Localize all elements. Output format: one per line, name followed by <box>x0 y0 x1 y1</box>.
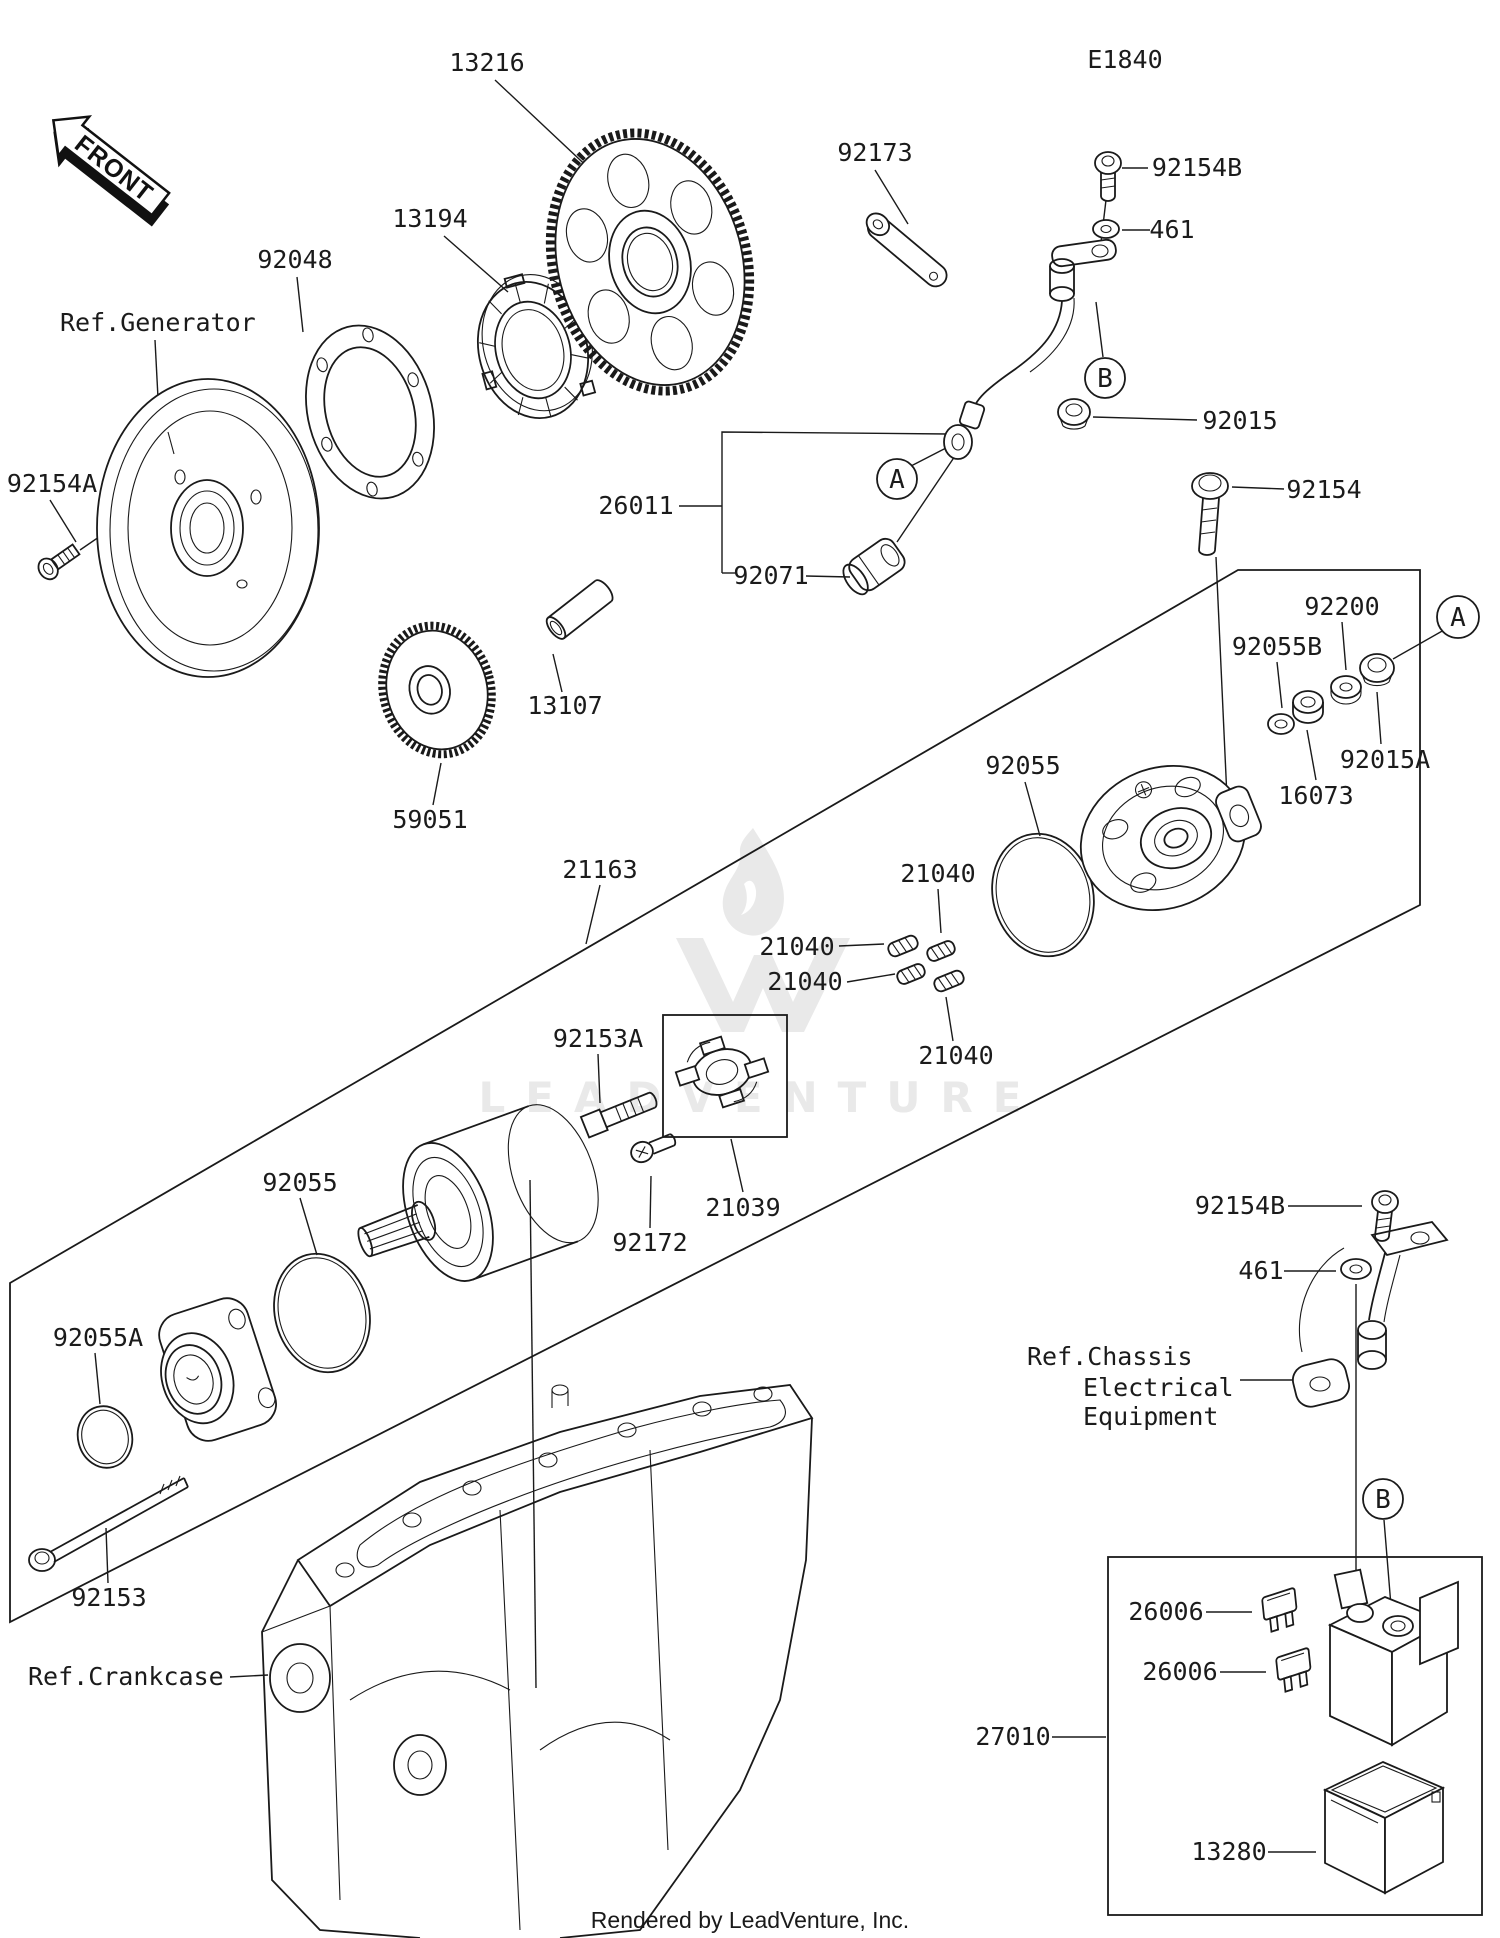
rear-end-frame <box>1079 764 1262 912</box>
callout-a1: A <box>889 465 905 495</box>
part-label-92154: 92154 <box>1286 475 1361 504</box>
starter-motor-body <box>357 1104 599 1282</box>
part-label-27010: 27010 <box>975 1722 1050 1751</box>
o-ring-92055-left <box>273 1252 371 1374</box>
part-label-26006-2: 26006 <box>1142 1657 1217 1686</box>
bolt-92153a <box>579 1091 658 1139</box>
part-label-26006-1: 26006 <box>1128 1597 1203 1626</box>
bolt-92154 <box>1191 472 1229 556</box>
watermark-text: LEADVENTURE <box>479 1073 1042 1122</box>
part-label-92055b: 92055B <box>1232 632 1322 661</box>
part-label-16073: 16073 <box>1278 781 1353 810</box>
callout-a2: A <box>1450 603 1466 633</box>
part-label-13280: 13280 <box>1191 1837 1266 1866</box>
part-label-92055-right: 92055 <box>985 751 1060 780</box>
front-arrow: FRONT <box>51 115 171 227</box>
callout-b1: B <box>1097 364 1113 394</box>
part-label-92048: 92048 <box>257 245 332 274</box>
generator-flywheel <box>96 378 320 678</box>
part-label-92055-left: 92055 <box>262 1168 337 1197</box>
part-label-21040-left2: 21040 <box>767 967 842 996</box>
part-label-92172: 92172 <box>612 1228 687 1257</box>
part-label-92055a: 92055A <box>53 1323 143 1352</box>
bolt-92154a <box>37 543 81 581</box>
part-label-21163: 21163 <box>562 855 637 884</box>
part-label-92071: 92071 <box>733 561 808 590</box>
washer-461-bottom <box>1340 1258 1372 1280</box>
nut-92015a <box>1359 653 1395 687</box>
relay-cover-13280 <box>1322 1761 1446 1895</box>
part-label-92153a: 92153A <box>553 1024 643 1053</box>
idle-gear-59051 <box>378 621 496 759</box>
bolt-92153 <box>28 1475 189 1572</box>
part-label-92153: 92153 <box>71 1583 146 1612</box>
starter-gear-13216 <box>545 128 755 396</box>
plate-92048 <box>305 324 435 500</box>
strap-92173 <box>865 212 948 288</box>
bolt-92154b-top <box>1094 151 1122 202</box>
part-label-13194: 13194 <box>392 204 467 233</box>
leader-lines <box>49 79 1445 1853</box>
cap-92071 <box>842 537 906 596</box>
screw-92172 <box>630 1133 677 1164</box>
shaft-13107 <box>545 579 614 640</box>
part-label-13107: 13107 <box>527 691 602 720</box>
ref-chassis-label-line1: Ref.Chassis <box>1027 1342 1193 1371</box>
part-label-92015a: 92015A <box>1340 745 1430 774</box>
part-label-21040-left1: 21040 <box>759 932 834 961</box>
part-label-21040-bottom: 21040 <box>918 1041 993 1070</box>
starter-assembly-box <box>9 569 1421 1624</box>
part-label-92154b-top: 92154B <box>1152 153 1242 182</box>
bushing-16073 <box>1292 690 1324 724</box>
part-label-461-top: 461 <box>1149 215 1194 244</box>
oneway-clutch-13194 <box>476 273 597 419</box>
part-label-21039: 21039 <box>705 1193 780 1222</box>
ref-chassis-label-line3: Equipment <box>1083 1402 1218 1431</box>
part-labels: 13216 92173 92154B 461 13194 92048 Ref.G… <box>7 48 1430 1866</box>
chassis-bracket <box>1292 1221 1449 1408</box>
ref-chassis-label-line2: Electrical <box>1083 1373 1234 1402</box>
page-code: E1840 <box>1087 45 1162 74</box>
cable-clamp-bracket <box>1049 238 1117 302</box>
part-label-461-bottom: 461 <box>1238 1256 1283 1285</box>
brush-springs-21040 <box>887 934 965 993</box>
callout-b2: B <box>1375 1485 1391 1515</box>
part-label-21040-top: 21040 <box>900 859 975 888</box>
crankcase <box>261 1384 814 1938</box>
nut-92015 <box>1057 398 1091 430</box>
bolt-92154b-bottom <box>1371 1190 1399 1242</box>
footer-credit: Rendered by LeadVenture, Inc. <box>591 1907 909 1933</box>
watermark-logo: LEADVENTURE <box>479 828 1042 1122</box>
ref-crankcase-label: Ref.Crankcase <box>28 1662 224 1691</box>
part-label-92015: 92015 <box>1202 406 1277 435</box>
callout-circles: A B A B <box>876 357 1480 1520</box>
part-label-92173: 92173 <box>837 138 912 167</box>
washer-92055b <box>1267 713 1295 735</box>
ref-generator-label: Ref.Generator <box>60 308 256 337</box>
part-label-92154b-bottom: 92154B <box>1195 1191 1285 1220</box>
part-label-59051: 59051 <box>392 805 467 834</box>
fuse-26006-2 <box>1275 1647 1312 1693</box>
brush-holder-21039 <box>674 1035 770 1109</box>
fuse-26006-1 <box>1261 1587 1298 1633</box>
starter-cable-26011 <box>943 297 1075 460</box>
part-label-92154a: 92154A <box>7 469 97 498</box>
o-ring-92055a <box>76 1405 134 1469</box>
part-label-92200: 92200 <box>1304 592 1379 621</box>
starter-relay <box>1327 1568 1459 1747</box>
part-label-26011: 26011 <box>598 491 673 520</box>
part-label-13216: 13216 <box>449 48 524 77</box>
front-end-cover <box>158 1297 277 1442</box>
relay-group-box <box>1107 1556 1483 1916</box>
brush-holder-box <box>662 1014 788 1138</box>
washer-461-top <box>1092 219 1120 239</box>
washer-92200 <box>1330 675 1362 705</box>
